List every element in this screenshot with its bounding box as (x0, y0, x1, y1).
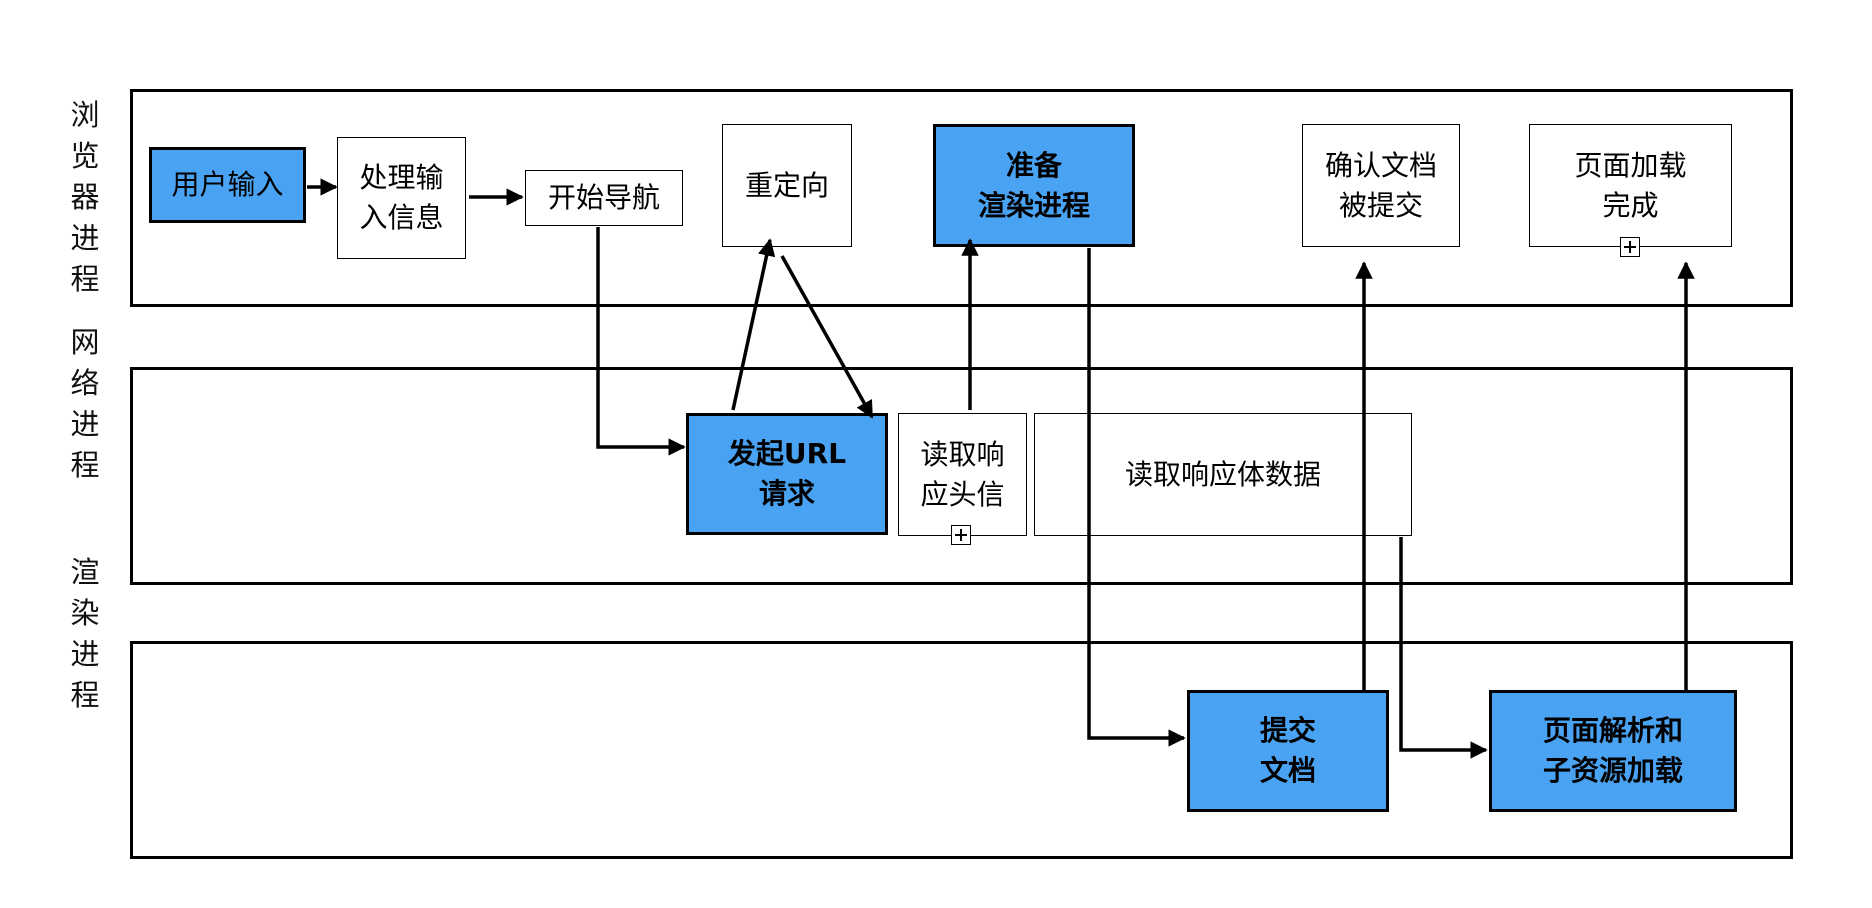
node-read-headers: 读取响 应头信 (898, 413, 1027, 536)
node-user-input: 用户输入 (149, 147, 306, 223)
node-process-input: 处理输 入信息 (337, 137, 466, 259)
lane-renderer-process (130, 641, 1793, 859)
lane-network-process (130, 367, 1793, 585)
node-read-body: 读取响应体数据 (1034, 413, 1412, 536)
lane-label-renderer: 渲 染 进 程 (70, 555, 100, 712)
node-prepare-renderer: 准备 渲染进程 (933, 124, 1135, 247)
expand-icon (951, 525, 971, 545)
node-start-navigation: 开始导航 (525, 170, 683, 226)
expand-icon (1620, 237, 1640, 257)
node-commit-document: 提交 文档 (1187, 690, 1389, 812)
lane-label-network: 网 络 进 程 (70, 325, 100, 482)
node-url-request: 发起URL 请求 (686, 413, 888, 535)
node-redirect: 重定向 (722, 124, 852, 247)
node-parse-and-load: 页面解析和 子资源加载 (1489, 690, 1737, 812)
lane-browser-process (130, 89, 1793, 307)
node-confirm-document: 确认文档 被提交 (1302, 124, 1460, 247)
lane-label-browser: 浏 览 器 进 程 (70, 98, 100, 296)
node-page-load-complete: 页面加载 完成 (1529, 124, 1732, 247)
